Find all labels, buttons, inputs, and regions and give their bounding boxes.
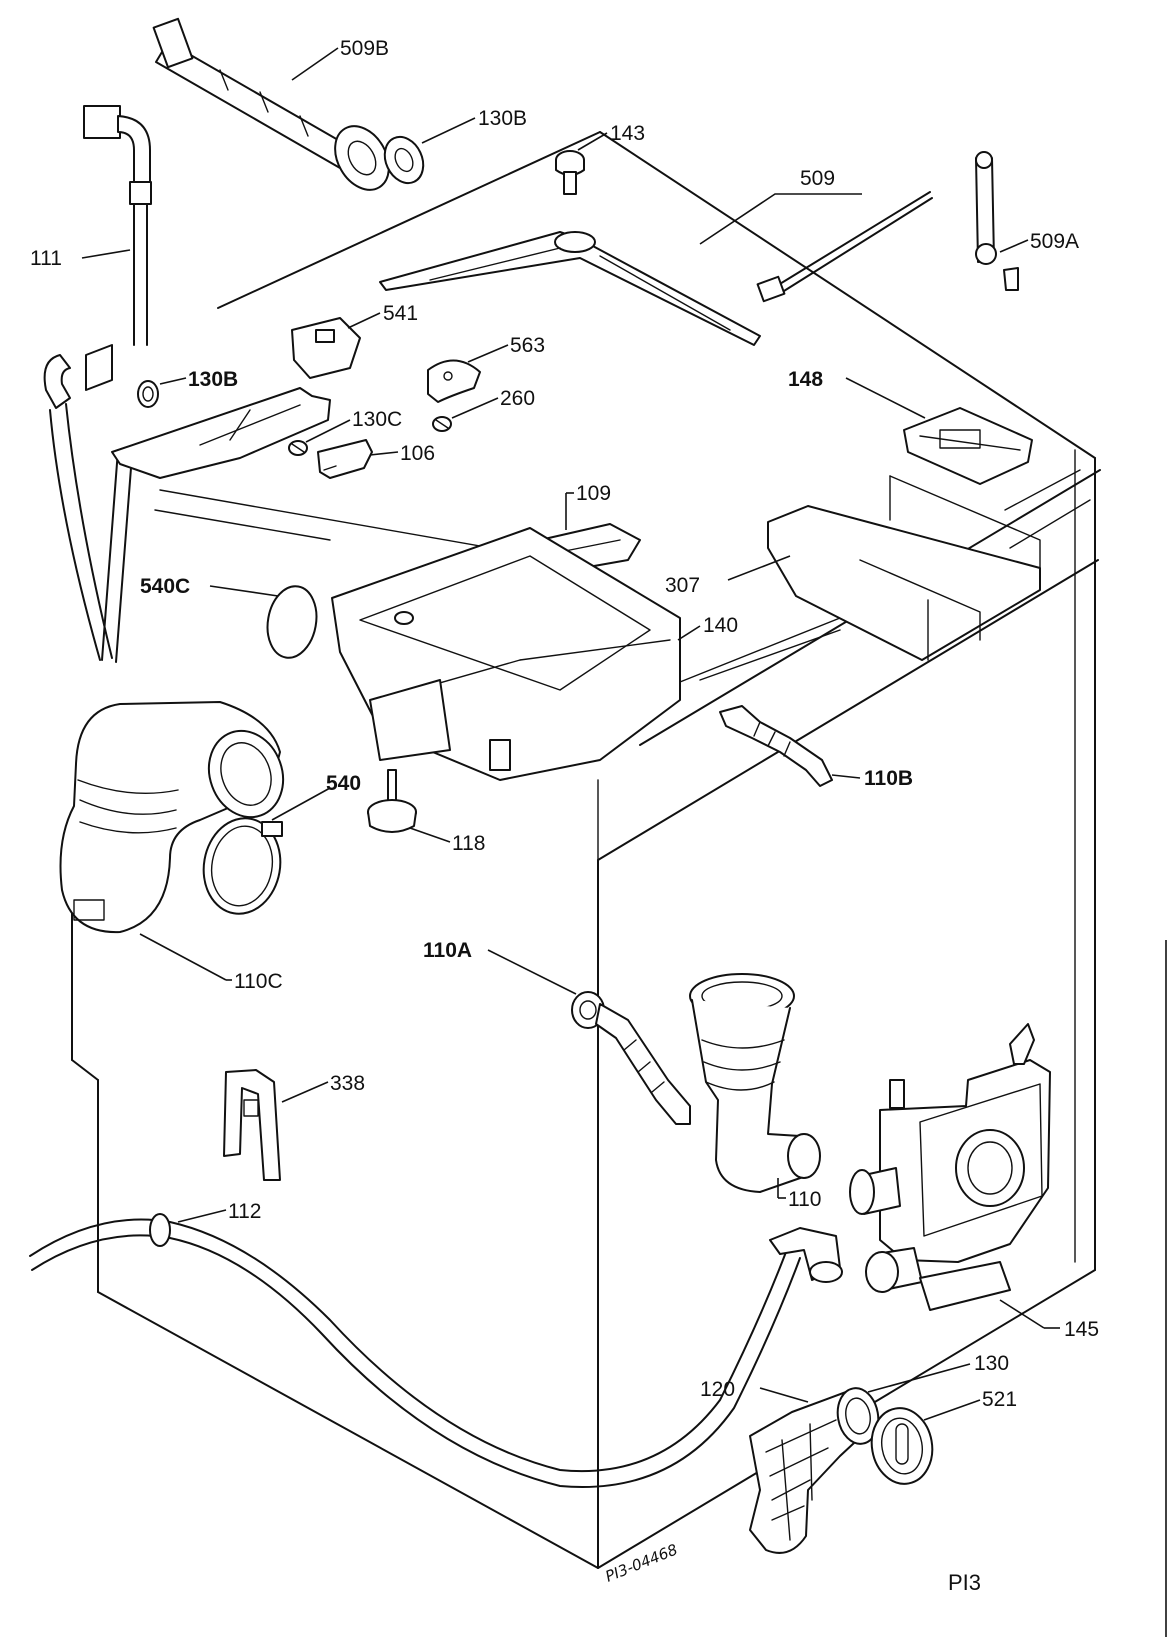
label-120: 120 xyxy=(700,1378,735,1401)
part-540c-clamp xyxy=(266,585,318,659)
label-110c: 110C xyxy=(234,970,283,993)
part-106-latch xyxy=(317,439,373,479)
label-509a: 509A xyxy=(1030,230,1079,253)
label-109: 109 xyxy=(576,482,611,505)
part-307-drawer xyxy=(767,475,1041,661)
label-106: 106 xyxy=(400,442,435,465)
part-130c-spring xyxy=(288,440,308,456)
part-110b-hose xyxy=(719,705,833,787)
label-143: 143 xyxy=(610,122,645,145)
part-509a-arm xyxy=(975,151,1019,291)
part-521-cap xyxy=(870,1407,934,1485)
label-307: 307 xyxy=(665,574,700,597)
label-521: 521 xyxy=(982,1388,1017,1411)
label-130: 130 xyxy=(974,1352,1009,1375)
part-110-elbow xyxy=(689,973,821,1193)
part-563-cam xyxy=(427,359,481,403)
label-541: 541 xyxy=(383,302,418,325)
part-540-clamp xyxy=(202,817,283,915)
part-148-handle xyxy=(903,407,1033,485)
part-130-seal xyxy=(836,1387,880,1445)
part-130b-nut-top xyxy=(383,135,425,185)
label-111: 111 xyxy=(30,247,62,270)
label-540c: 540C xyxy=(140,575,190,598)
label-148: 148 xyxy=(788,368,823,391)
part-140-dispenser-housing xyxy=(331,527,681,781)
label-260: 260 xyxy=(500,387,535,410)
label-110a: 110A xyxy=(423,939,472,962)
part-509-lever xyxy=(379,231,761,346)
label-338: 338 xyxy=(330,1072,365,1095)
part-111-inlet-hose xyxy=(43,105,152,663)
label-509: 509 xyxy=(800,167,835,190)
part-338-clip xyxy=(223,1069,281,1181)
label-110: 110 xyxy=(788,1188,821,1211)
label-130c: 130C xyxy=(352,408,402,431)
part-112-drain-hose xyxy=(29,1213,843,1488)
label-118: 118 xyxy=(452,832,485,855)
part-130b-nut-mid xyxy=(137,380,159,408)
label-130b-top: 130B xyxy=(478,107,527,130)
label-145: 145 xyxy=(1064,1318,1099,1341)
label-130b-mid: 130B xyxy=(188,368,238,391)
part-145-pump xyxy=(849,1023,1051,1311)
label-110b: 110B xyxy=(864,767,913,790)
label-563: 563 xyxy=(510,334,545,357)
part-260-spring xyxy=(432,416,452,432)
part-118-valve xyxy=(367,769,417,833)
part-110c-bellows xyxy=(59,701,285,934)
label-140: 140 xyxy=(703,614,738,637)
part-110a-hose xyxy=(571,991,691,1125)
label-509b: 509B xyxy=(340,37,389,60)
part-509b-inlet-pipe xyxy=(152,17,390,191)
part-541-bracket xyxy=(111,317,361,479)
part-143-knob xyxy=(555,150,585,195)
part-509-rod xyxy=(756,191,933,303)
drawing-code: PI3-04468 xyxy=(603,1540,680,1585)
label-112: 112 xyxy=(228,1200,261,1223)
label-540: 540 xyxy=(326,772,361,795)
plate-id: PI3 xyxy=(948,1570,981,1595)
